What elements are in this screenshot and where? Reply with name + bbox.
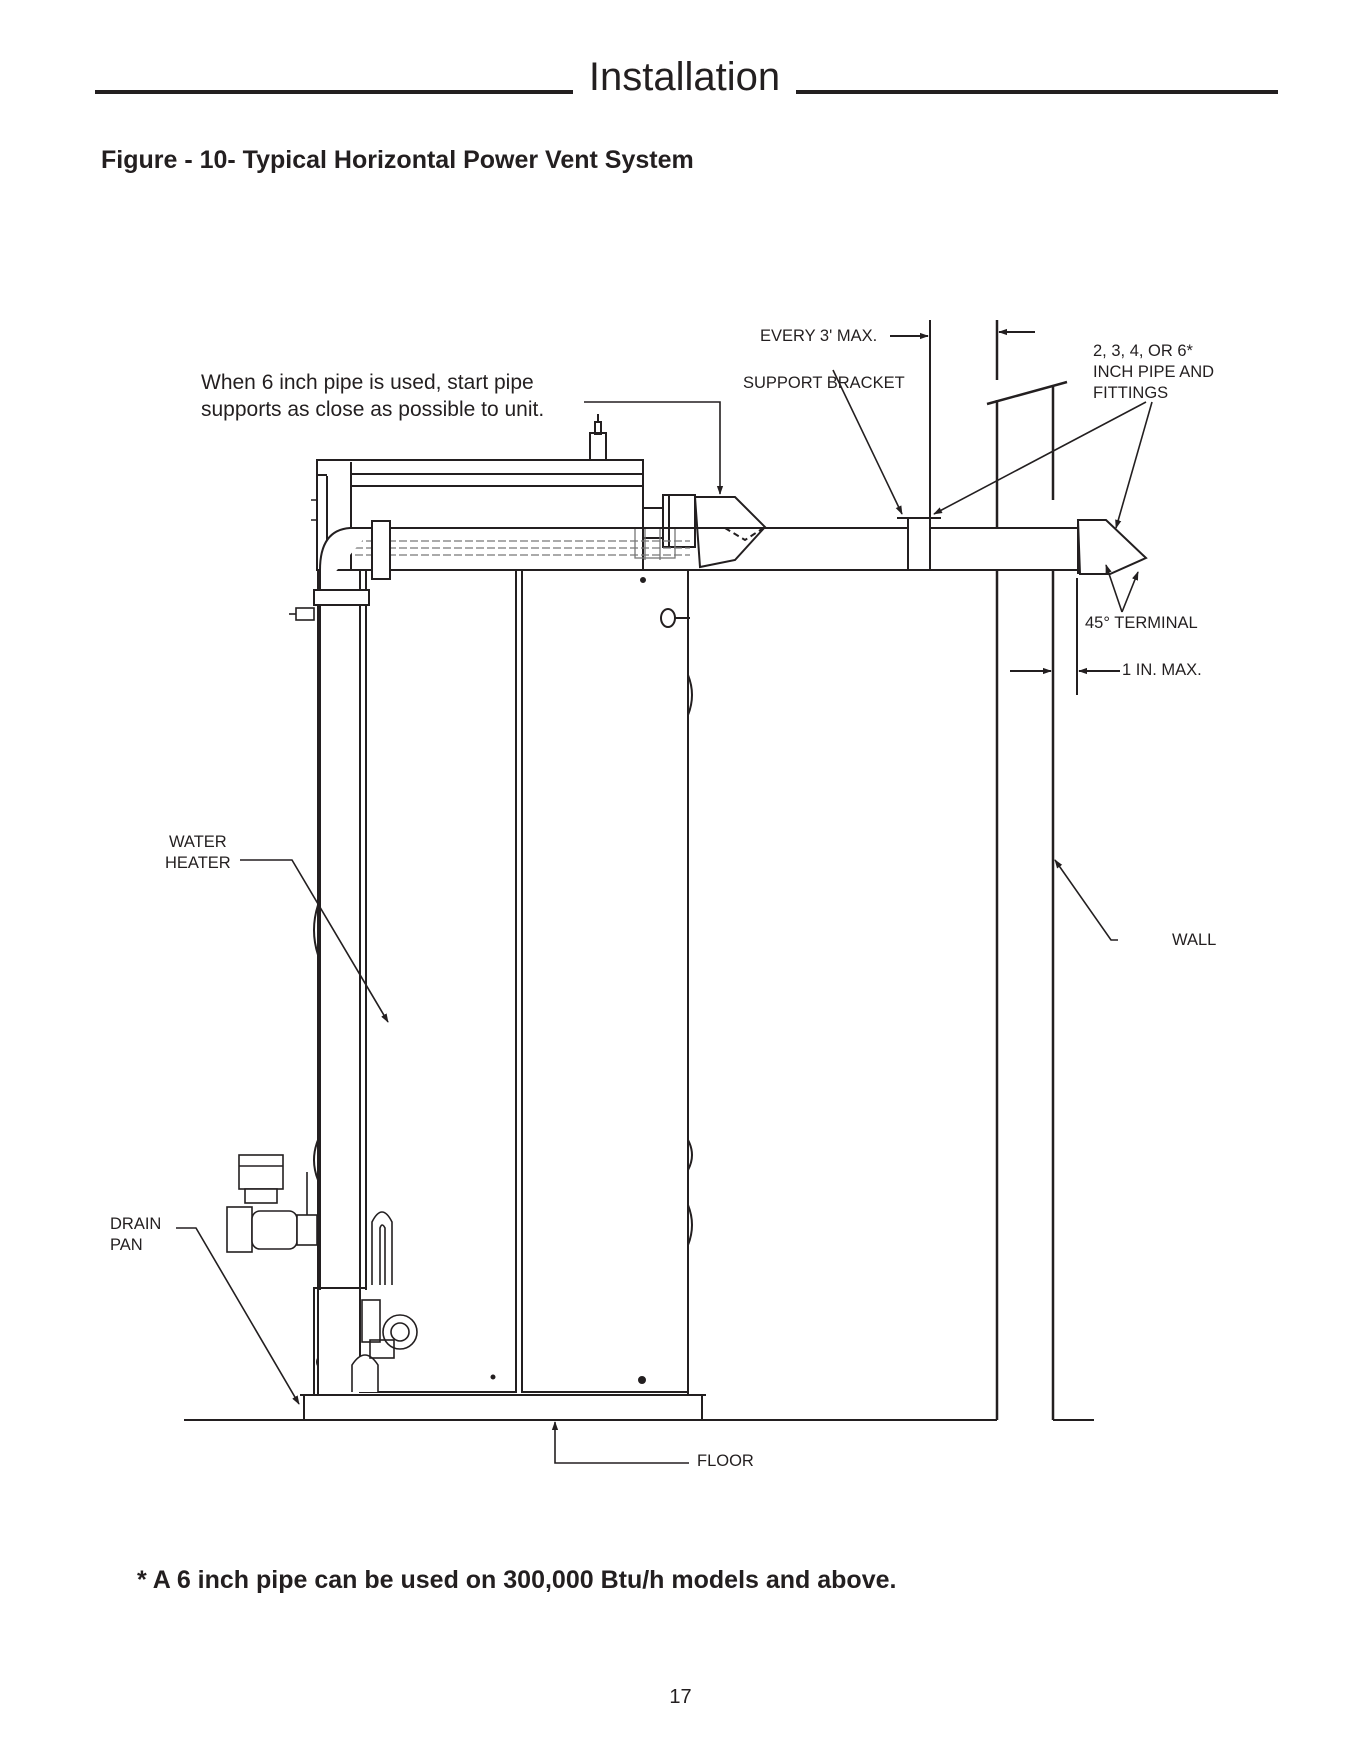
page-number: 17 (669, 1686, 692, 1708)
label-pipe-fittings: 2, 3, 4, OR 6* INCH PIPE AND FITTINGS (1093, 342, 1215, 402)
drain-valve (226, 1154, 318, 1253)
label-support-bracket: SUPPORT BRACKET (743, 374, 905, 392)
header-rule-left (95, 90, 573, 94)
label-floor: FLOOR (697, 1452, 754, 1470)
pipe-support-note: When 6 inch pipe is used, start pipe sup… (201, 371, 545, 421)
dimension-1-in-max (1010, 578, 1120, 695)
horizontal-vent-pipe (370, 517, 1078, 571)
wall (995, 570, 1055, 1420)
label-water-heater: WATER HEATER (165, 833, 231, 872)
gas-valve (351, 1211, 418, 1392)
label-every-max: EVERY 3' MAX. (760, 327, 878, 345)
drain-pan (303, 1394, 703, 1421)
vertical-vent-riser (313, 520, 391, 1290)
section-title: Installation (588, 55, 781, 99)
dimension-every-max (890, 320, 1035, 518)
label-wall: WALL (1172, 931, 1217, 949)
blower-outlet (642, 494, 767, 569)
water-heater-tank (313, 569, 693, 1396)
top-cap (316, 414, 644, 571)
side-fittings (289, 490, 318, 621)
footnote: * A 6 inch pipe can be used on 300,000 B… (137, 1566, 897, 1594)
figure-title: Figure - 10- Typical Horizontal Power Ve… (101, 146, 694, 174)
label-1-in-max: 1 IN. MAX. (1122, 661, 1202, 679)
page-header: Installation (95, 52, 1278, 102)
45-terminal (1076, 519, 1148, 575)
wall-above-pipe (986, 320, 1068, 528)
header-rule-right (796, 90, 1278, 94)
leader-lines (176, 369, 1153, 1464)
label-45-terminal: 45° TERMINAL (1085, 614, 1198, 632)
label-drain-pan: DRAIN PAN (110, 1215, 162, 1254)
flue-connector (355, 527, 690, 560)
